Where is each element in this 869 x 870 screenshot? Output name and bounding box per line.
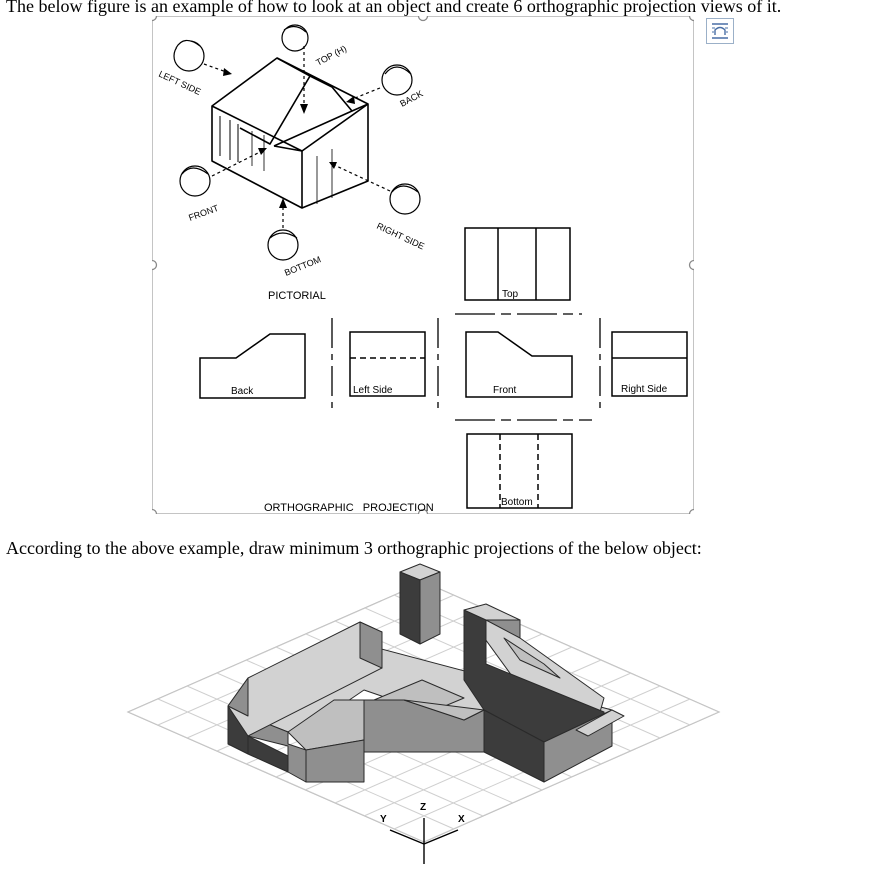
resize-handles[interactable] xyxy=(152,16,694,514)
layout-options-button[interactable] xyxy=(706,18,734,44)
label-front: FRONT xyxy=(187,203,220,223)
axis-y-label: Y xyxy=(380,814,387,825)
pictorial-caption: PICTORIAL xyxy=(268,290,326,302)
label-left-side: LEFT SIDE xyxy=(157,69,202,97)
pictorial-block xyxy=(211,57,369,209)
top-view xyxy=(464,227,571,301)
top-view-label: Top xyxy=(502,289,519,300)
sight-arrowheads xyxy=(223,68,355,208)
front-view xyxy=(465,331,573,398)
example-figure-drawing: LEFT SIDE TOP (H) BACK FRONT RIGHT SIDE … xyxy=(152,16,694,514)
orthographic-caption: ORTHOGRAPHIC PROJECTION xyxy=(264,502,434,514)
example-figure[interactable]: LEFT SIDE TOP (H) BACK FRONT RIGHT SIDE … xyxy=(152,16,694,514)
front-view-label: Front xyxy=(493,385,517,396)
axis-x-label: X xyxy=(458,814,465,825)
task-text: According to the above example, draw min… xyxy=(6,538,702,558)
label-top: TOP (H) xyxy=(314,43,348,67)
bottom-view-label: Bottom xyxy=(501,497,533,508)
orthographic-views xyxy=(199,227,688,509)
intro-text: The below figure is an example of how to… xyxy=(6,0,782,16)
right-side-view xyxy=(611,331,688,397)
object-figure: Z Y X xyxy=(124,560,724,870)
object-solid xyxy=(227,563,625,783)
label-right-side: RIGHT SIDE xyxy=(375,221,426,252)
bottom-view xyxy=(466,433,573,509)
layout-options-icon xyxy=(712,23,728,39)
axis-z-label: Z xyxy=(420,802,426,813)
isometric-object-drawing: Z Y X xyxy=(126,563,721,864)
left-side-view xyxy=(349,331,426,397)
axis-triad-icon xyxy=(389,818,459,864)
left-side-view-label: Left Side xyxy=(353,385,393,396)
viewer-head-icon xyxy=(173,24,421,261)
back-view-label: Back xyxy=(231,386,254,397)
back-view xyxy=(199,333,306,399)
right-side-view-label: Right Side xyxy=(621,384,668,395)
